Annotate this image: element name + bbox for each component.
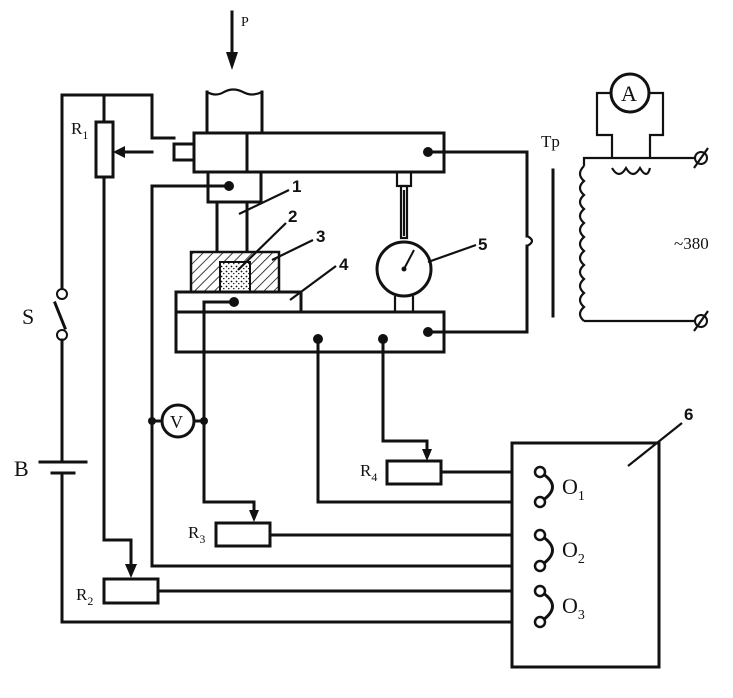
ammeter bbox=[595, 72, 665, 176]
load-arrow-p bbox=[226, 10, 238, 70]
label-mains-voltage: ~380 bbox=[674, 234, 709, 253]
ram bbox=[205, 88, 264, 135]
leader-6 bbox=[627, 422, 683, 467]
resistor-r4 bbox=[385, 459, 443, 486]
leader-5 bbox=[427, 243, 477, 264]
label-r1: R1 bbox=[71, 119, 88, 142]
resistor-r1 bbox=[94, 120, 115, 179]
label-r3: R3 bbox=[188, 523, 205, 546]
wire-lower-beam-to-o1 bbox=[316, 337, 550, 504]
label-2: 2 bbox=[288, 207, 297, 226]
powder-sample bbox=[219, 261, 251, 293]
lower-beam bbox=[174, 310, 446, 354]
input-loop-o3 bbox=[533, 584, 554, 629]
wire-lower-beam-to-transformer bbox=[426, 244, 529, 334]
wire-battery-to-o3 bbox=[60, 471, 550, 624]
resistor-r3 bbox=[214, 521, 272, 548]
input-loop-o2 bbox=[533, 528, 554, 573]
label-switch: S bbox=[22, 304, 34, 329]
leader-2 bbox=[237, 222, 287, 271]
leader-4 bbox=[289, 265, 337, 301]
wire-upper-electrode-to-o2 bbox=[150, 184, 550, 568]
label-o3: O3 bbox=[562, 593, 585, 623]
label-o2: O2 bbox=[562, 537, 585, 567]
transformer-coil bbox=[578, 165, 586, 322]
label-4: 4 bbox=[339, 255, 349, 274]
clamp-screw bbox=[172, 142, 196, 162]
label-6: 6 bbox=[684, 405, 693, 424]
input-loop-o1 bbox=[533, 465, 554, 509]
dial-indicator bbox=[375, 170, 433, 312]
label-r2: R2 bbox=[76, 585, 93, 608]
resistor-r2 bbox=[102, 577, 160, 605]
upper-beam bbox=[192, 131, 446, 174]
terminal-top bbox=[693, 147, 709, 169]
label-voltmeter: V bbox=[170, 412, 183, 432]
label-p: P bbox=[241, 15, 249, 30]
label-battery: B bbox=[14, 456, 29, 481]
label-transformer: Tp bbox=[541, 132, 560, 151]
switch-s[interactable] bbox=[53, 301, 67, 330]
label-ammeter: A bbox=[621, 81, 637, 106]
label-3: 3 bbox=[316, 227, 325, 246]
label-o1: O1 bbox=[562, 474, 585, 504]
oscillograph bbox=[510, 441, 661, 669]
label-r4: R4 bbox=[360, 461, 377, 484]
label-5: 5 bbox=[478, 235, 487, 254]
switch-contact-top bbox=[56, 288, 68, 300]
label-1: 1 bbox=[292, 177, 301, 196]
leader-1 bbox=[238, 189, 290, 215]
terminal-bottom bbox=[693, 310, 709, 332]
leader-3 bbox=[271, 239, 314, 261]
wire-upper-beam-to-transformer bbox=[426, 150, 529, 238]
